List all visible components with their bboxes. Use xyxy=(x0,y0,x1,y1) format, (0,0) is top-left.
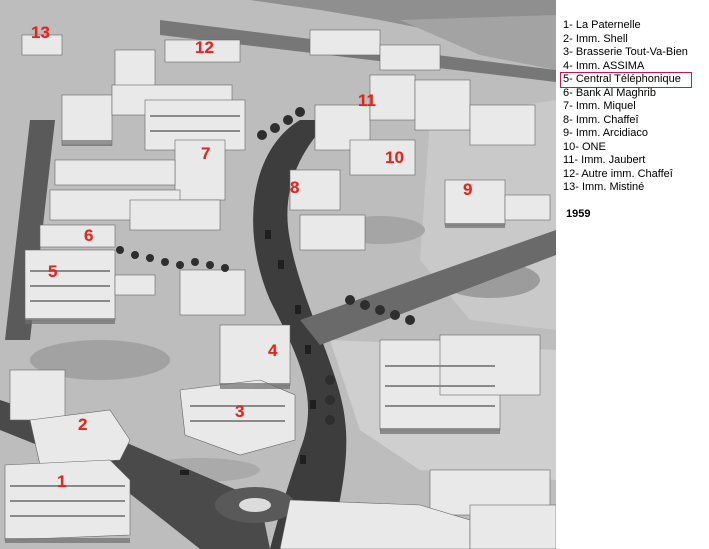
marker-5: 5 xyxy=(48,262,58,281)
legend-item-7: 7- Imm. Miquel xyxy=(563,100,636,112)
marker-11: 11 xyxy=(358,91,376,110)
legend-item-4: 4- Imm. ASSIMA xyxy=(563,59,645,72)
aerial-photo: 1 2 3 4 5 6 7 8 9 10 11 12 13 xyxy=(0,0,556,549)
marker-3: 3 xyxy=(235,402,245,421)
legend-item-2: 2- Imm. Shell xyxy=(563,32,628,45)
legend-item-12: 12- Autre imm. Chaffeî xyxy=(563,167,673,180)
year-label: 1959 xyxy=(566,208,591,220)
legend-item-3: 3- Brasserie Tout-Va-Bien xyxy=(563,46,688,58)
marker-10: 10 xyxy=(385,148,404,167)
marker-12: 12 xyxy=(195,38,214,57)
aerial-photo-drawing xyxy=(0,0,556,549)
legend-item-6: 6- Bank Al Maghrib xyxy=(563,86,656,99)
legend-item-1: 1- La Paternelle xyxy=(563,19,641,31)
marker-13: 13 xyxy=(31,23,50,42)
legend-item-9: 9- Imm. Arcidiaco xyxy=(563,127,648,139)
legend-item-11: 11- Imm. Jaubert xyxy=(563,154,646,166)
legend-item-8: 8- Imm. Chaffeî xyxy=(563,113,639,126)
marker-8: 8 xyxy=(290,178,300,197)
legend-item-13: 13- Imm. Mistiné xyxy=(563,181,645,193)
marker-6: 6 xyxy=(84,226,94,245)
legend: 1- La Paternelle 2- Imm. Shell 3- Brasse… xyxy=(560,19,707,195)
marker-1: 1 xyxy=(57,472,67,491)
legend-item-5-highlighted: 5- Central Téléphonique xyxy=(560,72,692,88)
marker-4: 4 xyxy=(268,341,278,360)
legend-item-10: 10- ONE xyxy=(563,140,606,153)
marker-7: 7 xyxy=(201,144,211,163)
marker-9: 9 xyxy=(463,180,473,199)
marker-2: 2 xyxy=(78,415,88,434)
